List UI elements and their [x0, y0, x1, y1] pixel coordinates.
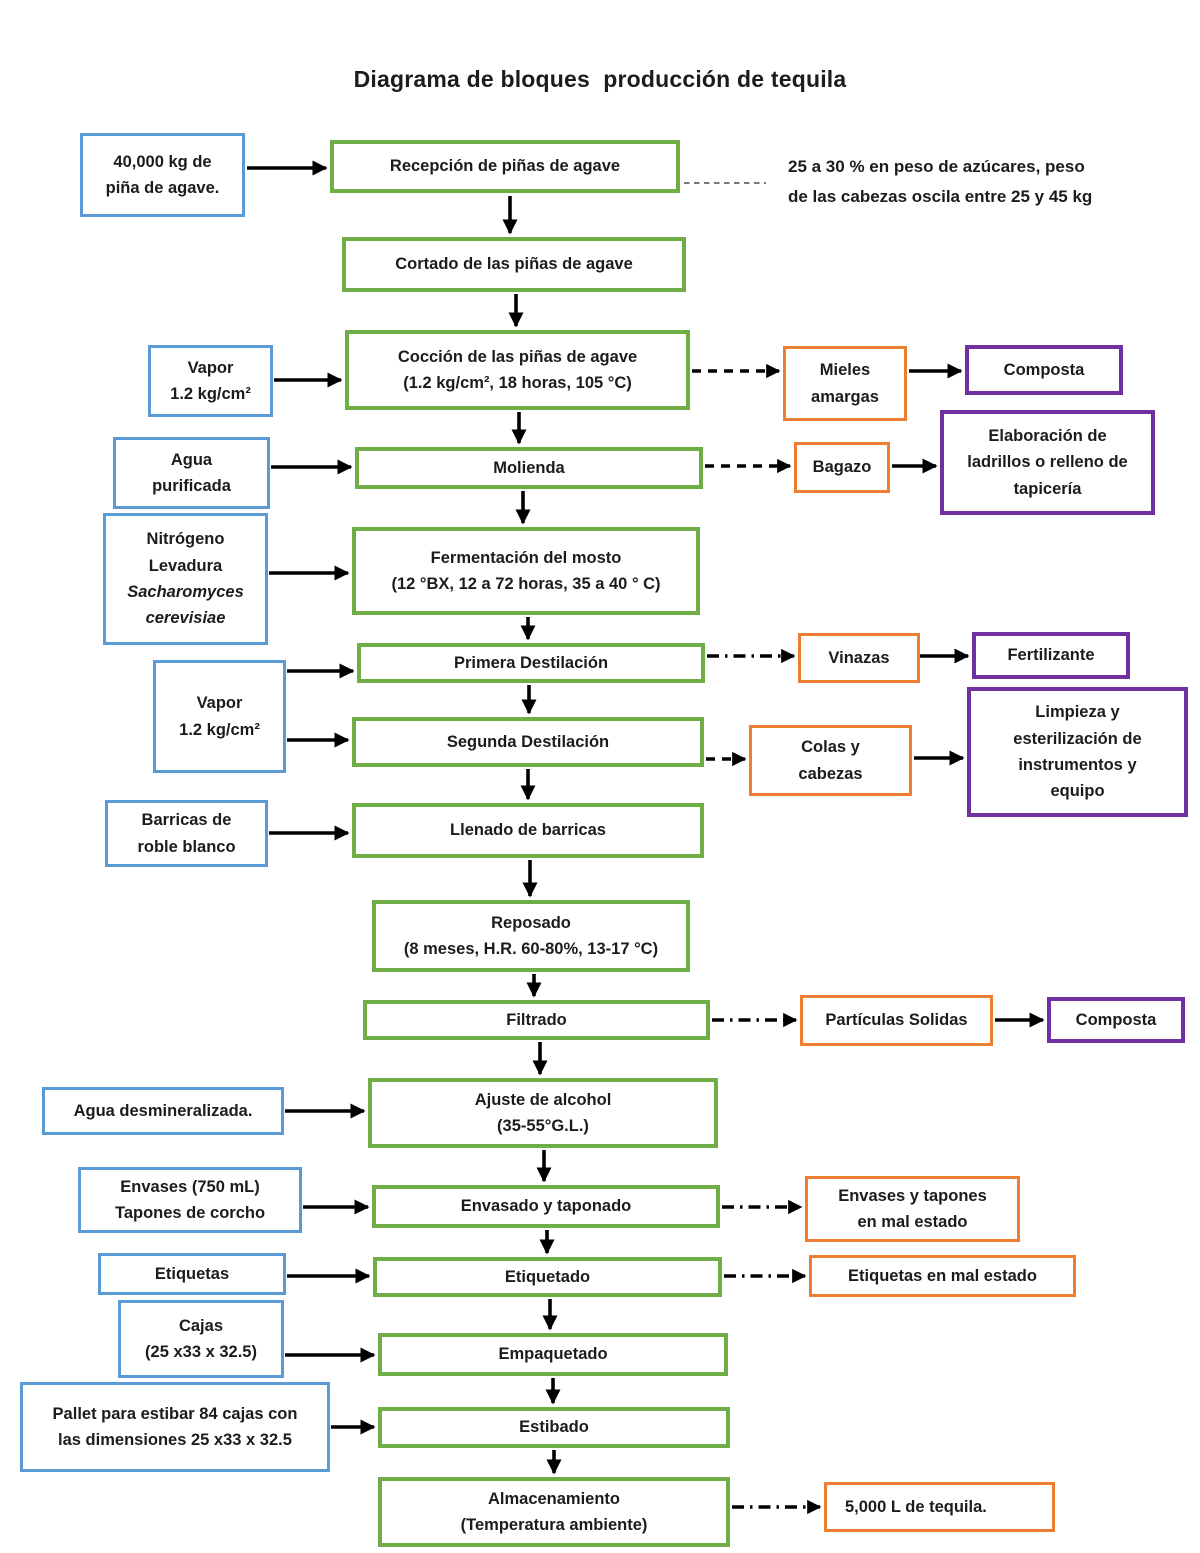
byproduct-particulas-solidas-label: Partículas Solidas: [825, 1011, 968, 1030]
input-agua-desmineralizada-label: Agua desmineralizada.: [73, 1101, 253, 1120]
process-estibado: Estibado: [378, 1407, 730, 1448]
input-agua-purificada-label: Agua purificada: [152, 450, 231, 495]
input-cajas: Cajas (25 x33 x 32.5): [118, 1300, 284, 1378]
destination-composta-mieles: Composta: [965, 345, 1123, 395]
process-ajuste-alcohol-label: Ajuste de alcohol (35-55°G.L.): [474, 1090, 612, 1135]
input-envases-tapones-label: Envases (750 mL) Tapones de corcho: [114, 1177, 266, 1222]
input-vapor-2: Vapor 1.2 kg/cm²: [153, 660, 286, 773]
input-etiquetas: Etiquetas: [98, 1253, 286, 1295]
input-levadura-especie-label: Sacharomyces cerevisiae: [127, 583, 244, 628]
process-ajuste-alcohol: Ajuste de alcohol (35-55°G.L.): [368, 1078, 718, 1148]
input-barricas: Barricas de roble blanco: [105, 800, 268, 867]
input-agua-desmineralizada: Agua desmineralizada.: [42, 1087, 284, 1135]
destination-fertilizante-label: Fertilizante: [1007, 646, 1095, 665]
input-nitrogeno-levadura: Nitrógeno Levadura Sacharomyces cerevisi…: [103, 513, 268, 645]
input-agua-purificada: Agua purificada: [113, 437, 270, 509]
process-etiquetado: Etiquetado: [373, 1257, 722, 1297]
process-filtrado: Filtrado: [363, 1000, 710, 1040]
process-almacenamiento-label: Almacenamiento (Temperatura ambiente): [460, 1489, 648, 1534]
output-tequila-final-label: 5,000 L de tequila.: [845, 1497, 987, 1516]
byproduct-envases-mal-estado: Envases y tapones en mal estado: [805, 1176, 1020, 1242]
destination-composta-particulas-label: Composta: [1075, 1010, 1157, 1029]
byproduct-mieles-amargas: Mieles amargas: [783, 346, 907, 421]
process-estibado-label: Estibado: [519, 1418, 589, 1437]
process-fermentacion-label: Fermentación del mosto (12 °BX, 12 a 72 …: [391, 548, 661, 593]
destination-fertilizante: Fertilizante: [972, 632, 1130, 679]
process-primera-destilacion: Primera Destilación: [357, 643, 705, 683]
sugar-weight-annotation: 25 a 30 % en peso de azúcares, peso de l…: [788, 157, 1093, 206]
byproduct-mieles-amargas-label: Mieles amargas: [811, 361, 879, 406]
process-cortado: Cortado de las piñas de agave: [342, 237, 686, 292]
process-etiquetado-label: Etiquetado: [504, 1267, 591, 1286]
process-coccion: Cocción de las piñas de agave (1.2 kg/cm…: [345, 330, 690, 410]
byproduct-etiquetas-mal-estado-label: Etiquetas en mal estado: [848, 1266, 1037, 1285]
process-reposado: Reposado (8 meses, H.R. 60-80%, 13-17 °C…: [372, 900, 690, 972]
process-empaquetado-label: Empaquetado: [498, 1345, 608, 1364]
input-agave-label: 40,000 kg de piña de agave.: [105, 152, 220, 197]
process-molienda-label: Molienda: [493, 458, 565, 477]
destination-limpieza: Limpieza y esterilización de instrumento…: [967, 687, 1188, 817]
process-envasado: Envasado y taponado: [372, 1185, 720, 1228]
process-envasado-label: Envasado y taponado: [460, 1197, 632, 1216]
input-agave: 40,000 kg de piña de agave.: [80, 133, 245, 217]
process-cortado-label: Cortado de las piñas de agave: [395, 255, 633, 274]
destination-composta-particulas: Composta: [1047, 997, 1185, 1043]
input-nitrogeno-levadura-label: Nitrógeno Levadura: [146, 530, 225, 575]
byproduct-bagazo-label: Bagazo: [812, 458, 872, 477]
destination-limpieza-label: Limpieza y esterilización de instrumento…: [1013, 703, 1142, 801]
process-primera-destilacion-label: Primera Destilación: [453, 653, 609, 672]
input-cajas-label: Cajas (25 x33 x 32.5): [145, 1316, 257, 1361]
byproduct-vinazas: Vinazas: [798, 633, 920, 683]
byproduct-particulas-solidas: Partículas Solidas: [800, 995, 993, 1046]
process-empaquetado: Empaquetado: [378, 1333, 728, 1376]
process-recepcion: Recepción de piñas de agave: [330, 140, 680, 193]
input-envases-tapones: Envases (750 mL) Tapones de corcho: [78, 1167, 302, 1233]
byproduct-envases-mal-estado-label: Envases y tapones en mal estado: [838, 1186, 987, 1231]
byproduct-etiquetas-mal-estado: Etiquetas en mal estado: [809, 1255, 1076, 1297]
output-tequila-final: 5,000 L de tequila.: [824, 1482, 1055, 1532]
destination-composta-mieles-label: Composta: [1003, 360, 1085, 379]
process-llenado-barricas-label: Llenado de barricas: [450, 821, 606, 840]
byproduct-colas-cabezas: Colas y cabezas: [749, 725, 912, 796]
input-vapor-1-label: Vapor 1.2 kg/cm²: [170, 358, 251, 403]
byproduct-vinazas-label: Vinazas: [828, 648, 890, 667]
process-coccion-label: Cocción de las piñas de agave (1.2 kg/cm…: [397, 347, 638, 392]
destination-ladrillos: Elaboración de ladrillos o relleno de ta…: [940, 410, 1155, 515]
process-fermentacion: Fermentación del mosto (12 °BX, 12 a 72 …: [352, 527, 700, 615]
process-almacenamiento: Almacenamiento (Temperatura ambiente): [378, 1477, 730, 1547]
process-segunda-destilacion-label: Segunda Destilación: [446, 732, 610, 751]
process-reposado-label: Reposado (8 meses, H.R. 60-80%, 13-17 °C…: [403, 913, 659, 958]
input-vapor-2-label: Vapor 1.2 kg/cm²: [179, 694, 260, 739]
input-vapor-1: Vapor 1.2 kg/cm²: [148, 345, 273, 417]
byproduct-colas-cabezas-label: Colas y cabezas: [798, 738, 863, 783]
input-pallet-label: Pallet para estibar 84 cajas con las dim…: [52, 1404, 298, 1449]
byproduct-bagazo: Bagazo: [794, 442, 890, 493]
process-llenado-barricas: Llenado de barricas: [352, 803, 704, 858]
input-pallet: Pallet para estibar 84 cajas con las dim…: [20, 1382, 330, 1472]
diagram-title: Diagrama de bloques producción de tequil…: [353, 66, 847, 92]
destination-ladrillos-label: Elaboración de ladrillos o relleno de ta…: [967, 426, 1128, 498]
process-molienda: Molienda: [355, 447, 703, 489]
process-filtrado-label: Filtrado: [506, 1010, 567, 1029]
input-barricas-label: Barricas de roble blanco: [137, 811, 236, 856]
process-recepcion-label: Recepción de piñas de agave: [389, 157, 621, 176]
process-segunda-destilacion: Segunda Destilación: [352, 717, 704, 767]
input-etiquetas-label: Etiquetas: [154, 1264, 230, 1283]
